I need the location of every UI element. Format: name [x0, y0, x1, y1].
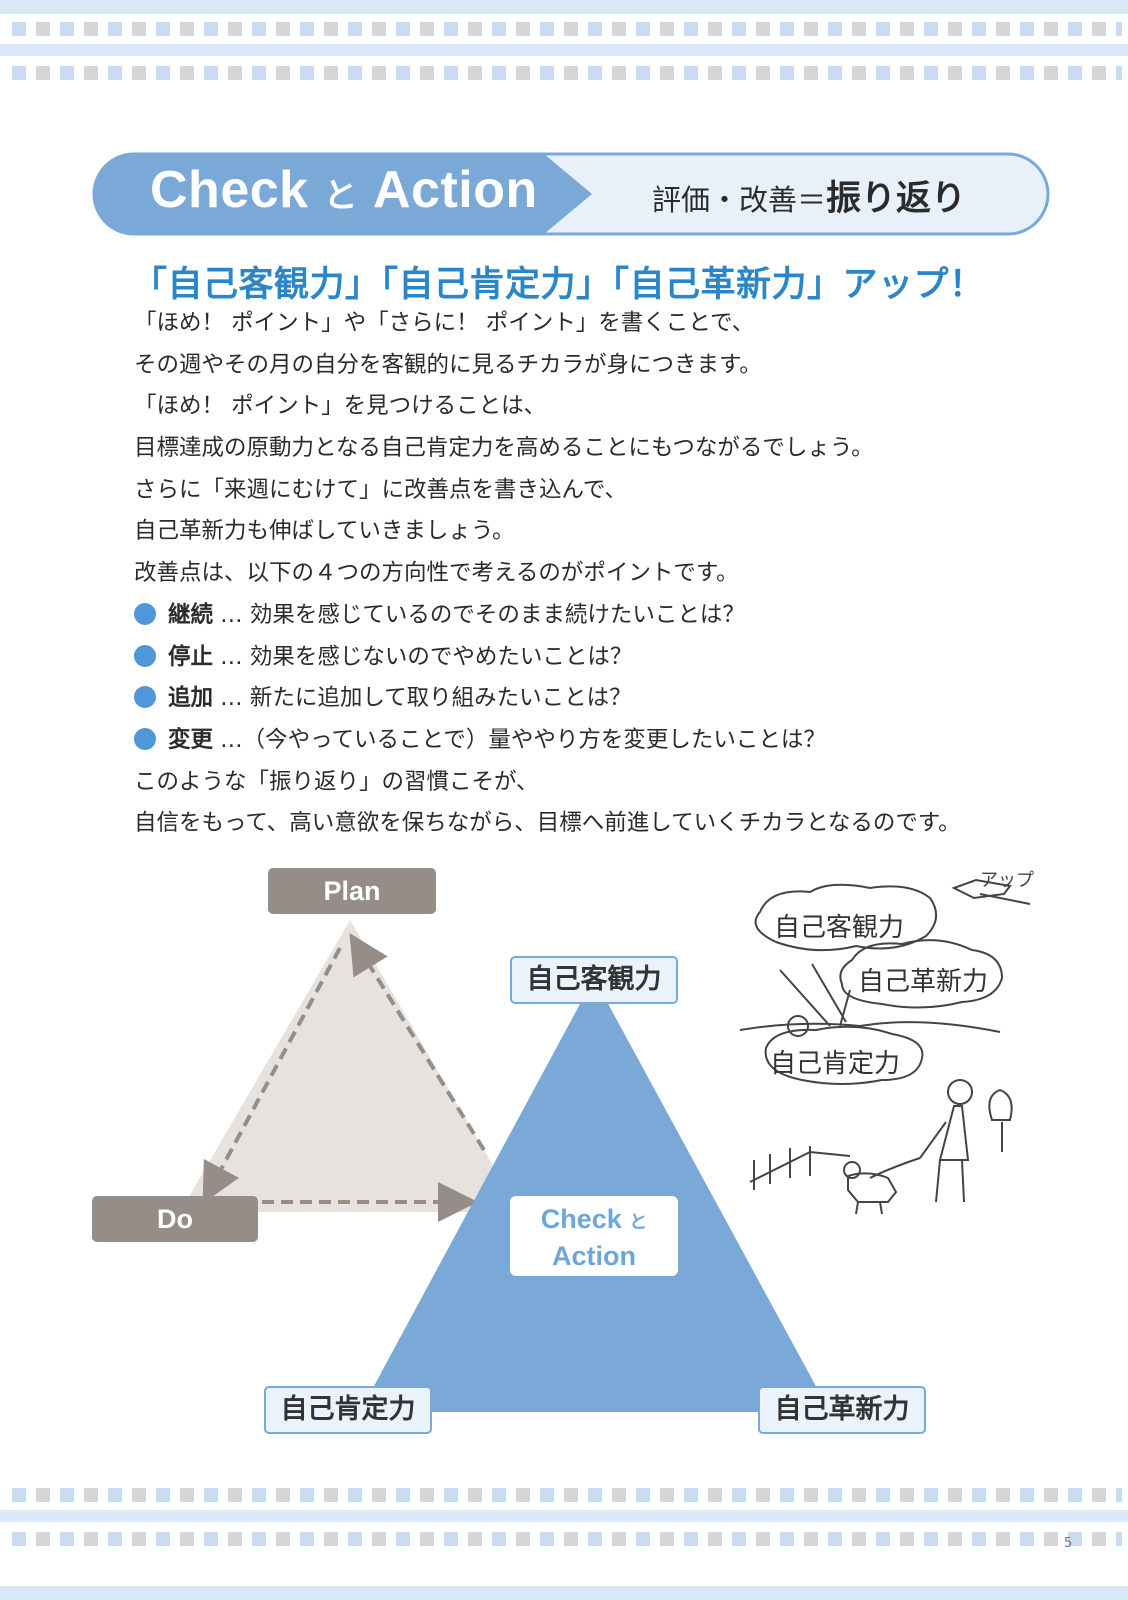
top-band-1 — [0, 0, 1128, 14]
body-line: 目標達成の原動力となる自己肯定力を高めることにもつながるでしょう。 — [134, 435, 874, 462]
bottom-band-1 — [0, 1510, 1128, 1522]
header-shape — [92, 152, 1050, 236]
body-line: 改善点は、以下の４つの方向性で考えるのがポイントです。 — [134, 560, 739, 587]
bullet-item: 継続 … 効果を感じているのでそのまま続けたいことは？ — [134, 595, 1054, 637]
walker-illustration: アップ 自己客観力 自己革新力 自己肯定力 — [739, 870, 1034, 1215]
cloud-text-1: 自己客観力 — [774, 913, 904, 943]
bottom-dots-1 — [12, 1488, 1122, 1502]
cloud-text-3: 自己肯定力 — [770, 1049, 900, 1079]
body-text: 「ほめ！ ポイント」や「さらに！ ポイント」を書くことで、 その週やその月の自分… — [134, 303, 1054, 845]
body-line: さらに「来週にむけて」に改善点を書き込んで、 — [134, 476, 627, 503]
page-number: 5 — [1064, 1536, 1073, 1551]
bullet-item: 変更 …（今やっていることで）量ややり方を変更したいことは？ — [134, 720, 1054, 762]
bullet-text: …（今やっていることで）量ややり方を変更したいことは？ — [220, 726, 826, 753]
self-affirmation-label: 自己肯定力 — [264, 1386, 432, 1434]
bullet-term: 追加 — [168, 685, 214, 712]
bullet-term: 停止 — [168, 643, 214, 670]
top-dots-2 — [12, 66, 1122, 80]
do-label: Do — [92, 1196, 258, 1242]
bullet-text: … 効果を感じないのでやめたいことは？ — [220, 643, 633, 670]
bullet-term: 変更 — [168, 726, 214, 753]
bullet-text: … 効果を感じているのでそのまま続けたいことは？ — [220, 601, 745, 628]
body-line: 「ほめ！ ポイント」を見つけることは、 — [134, 393, 547, 420]
headline: 「自己客観力」「自己肯定力」「自己革新力」アップ！ — [132, 265, 985, 305]
bullet-dot-icon — [134, 686, 156, 709]
cloud-text-2: 自己革新力 — [858, 967, 988, 997]
top-dots-1 — [12, 22, 1122, 36]
plan-label: Plan — [268, 868, 436, 914]
body-line: 「ほめ！ ポイント」や「さらに！ ポイント」を書くことで、 — [134, 310, 755, 336]
bottom-band-2 — [0, 1586, 1128, 1600]
bottom-dots-2 — [12, 1532, 1122, 1546]
illustration: アップ 自己客観力 自己革新力 自己肯定力 — [739, 860, 1060, 1234]
body-line: 自己革新力も伸ばしていきましょう。 — [134, 518, 515, 545]
self-innovation-label: 自己革新力 — [758, 1386, 926, 1434]
body-line: 自信をもって、高い意欲を保ちながら、目標へ前進していくチカラとなるのです。 — [134, 810, 961, 837]
diagram-shapes — [180, 920, 830, 1412]
bullet-text: … 新たに追加して取り組みたいことは？ — [220, 685, 632, 712]
body-line: その週やその月の自分を客観的に見るチカラが身につきます。 — [134, 351, 762, 378]
header-subtitle: 評価・改善＝振り返り — [652, 179, 967, 219]
self-objectivity-label: 自己客観力 — [510, 956, 678, 1004]
bullet-dot-icon — [134, 602, 156, 625]
check-action-box: Check と Action — [510, 1196, 678, 1276]
body-line: このような「振り返り」の習慣こそが、 — [134, 768, 539, 795]
check-action-triangle — [360, 978, 830, 1412]
section-header: Check と Action 評価・改善＝振り返り — [92, 152, 1050, 236]
bullet-dot-icon — [134, 727, 156, 750]
bullet-dot-icon — [134, 644, 156, 667]
top-band-2 — [0, 44, 1128, 56]
bullet-term: 継続 — [168, 601, 214, 628]
up-text: アップ — [980, 870, 1034, 891]
plan-do-triangle — [180, 920, 520, 1212]
header-title: Check と Action — [150, 161, 538, 219]
pdca-diagram: Plan Do 自己客観力 自己肯定力 自己革新力 Check と Action… — [0, 860, 1128, 1460]
bullet-item: 停止 … 効果を感じないのでやめたいことは？ — [134, 637, 1054, 679]
bullet-item: 追加 … 新たに追加して取り組みたいことは？ — [134, 678, 1054, 720]
